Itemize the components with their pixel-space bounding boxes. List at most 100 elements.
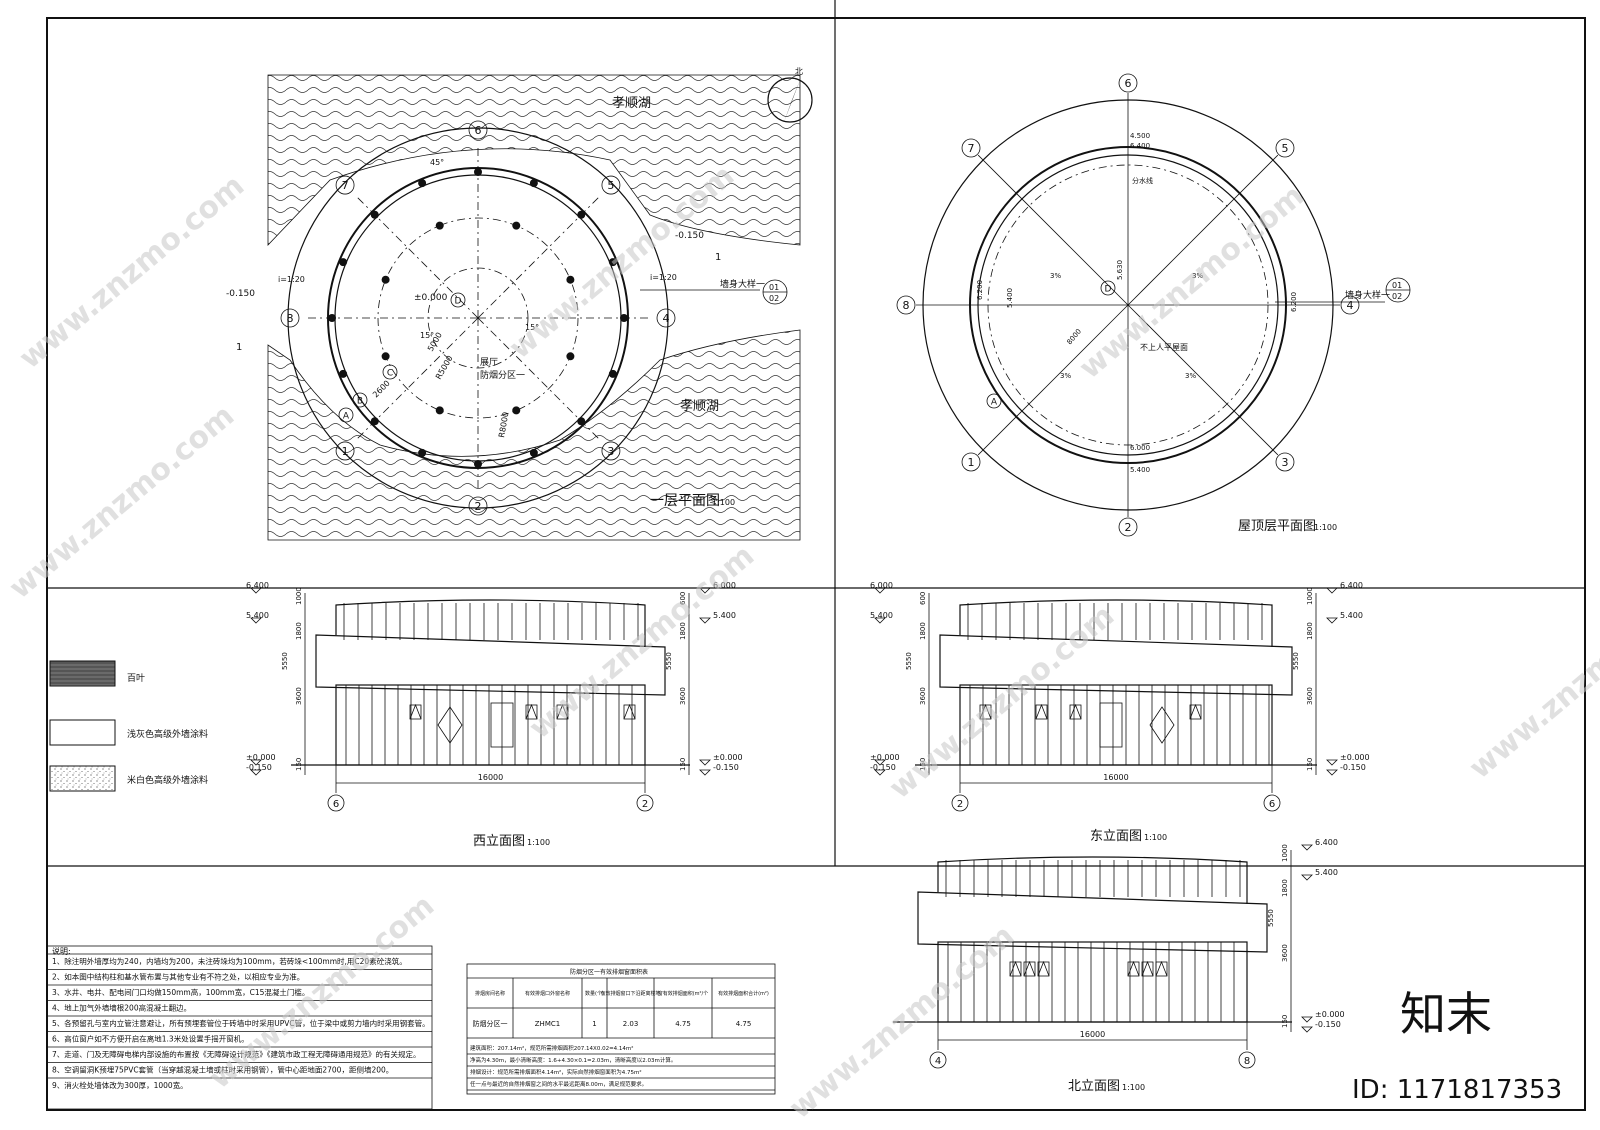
table-note-3: 排烟设计：规范所需排烟面积4.14m²，实际自然排烟窗面积为4.75m²	[470, 1068, 642, 1076]
watermark-site-3: www.znzmo.com	[1073, 178, 1311, 386]
width-dim: 16000	[1080, 1030, 1105, 1039]
axis-number: 6	[1269, 799, 1275, 810]
stone-band	[917, 891, 1268, 953]
axis-bubble	[1263, 794, 1281, 812]
roof-axis-bubble-2	[1118, 517, 1138, 537]
section-mark: 1	[236, 342, 242, 353]
plan-roof-scale: 1:100	[1314, 523, 1337, 532]
roof-letter-A: A	[991, 398, 998, 408]
roof-detail-ref-top: 01	[1392, 281, 1402, 290]
table-cell-5: 4.75	[675, 1020, 691, 1028]
stone-band	[315, 634, 666, 696]
height-dim: 600	[679, 592, 687, 605]
level-value: 5.400	[870, 611, 893, 620]
roof-axis-line-3	[1127, 304, 1279, 456]
floor-elevation: ±0.000	[414, 293, 448, 303]
level-value: ±0.000	[713, 753, 743, 762]
roof-slope-4: 3%	[1185, 372, 1196, 380]
axis-letter-bubble-D	[450, 292, 466, 308]
section-mark-2: 1	[715, 252, 721, 263]
axis-bubble	[1238, 1051, 1256, 1069]
axis-bubble-7	[335, 175, 355, 195]
roof-top-elev-1: 4.500	[1130, 132, 1150, 140]
table-header-6: 有效排烟面积合计(m²)	[718, 990, 769, 997]
roof-letter-bubble-D	[1100, 280, 1116, 296]
column-outer	[339, 369, 348, 378]
axis-letter-B: B	[357, 397, 363, 407]
legend-louver: 百叶	[127, 673, 145, 684]
roof-ridge: 分水线	[1132, 176, 1153, 185]
level-value: -0.150	[713, 763, 739, 772]
roof-top-elev-2: 6.400	[1130, 142, 1150, 150]
louver	[1099, 702, 1123, 748]
roof-note: 不上人平屋面	[1140, 343, 1188, 352]
window-sash	[1023, 960, 1036, 977]
height-dim: 1800	[295, 622, 303, 640]
window	[1189, 704, 1202, 720]
elevation-scale: 1:100	[527, 838, 550, 847]
roof-letter-D: D	[1105, 285, 1112, 295]
window	[556, 704, 569, 720]
level-value: 5.400	[1315, 868, 1338, 877]
roof-dim-5400: 5.400	[1006, 288, 1014, 308]
plan-ground-title: 一层平面图	[650, 493, 720, 509]
window-sash	[525, 703, 538, 720]
axis-bubble-1	[335, 441, 355, 461]
height-dim: 3600	[679, 687, 687, 705]
table-header-1: 排烟房间名称	[475, 990, 505, 997]
column-outer	[328, 314, 336, 322]
axis-number-3: 3	[607, 445, 614, 458]
column-outer	[577, 417, 586, 426]
axis-number-2: 2	[475, 500, 482, 513]
level-mark	[699, 587, 711, 594]
watermark-site-4: www.znzmo.com	[3, 398, 241, 606]
window	[1069, 704, 1082, 720]
roof-axis-line-1	[977, 304, 1129, 456]
roof-detail-ref-bottom: 02	[1392, 292, 1402, 301]
level-mark	[874, 587, 886, 594]
roof-axis-bubble-8	[896, 295, 916, 315]
level-mark	[874, 617, 886, 624]
notes-title: 说明:	[52, 946, 71, 956]
column-inner	[435, 221, 444, 230]
roof-axis-bubble-7	[961, 138, 981, 158]
roof-axis-bubble-6	[1118, 73, 1138, 93]
level-mark	[699, 769, 711, 776]
level-mark	[1301, 1016, 1313, 1023]
level-mark	[1301, 844, 1313, 851]
roof-slope-3: 3%	[1060, 372, 1071, 380]
elev-neg-2: -0.150	[226, 289, 255, 299]
smoke-table: 防烟分区一有效排烟窗面积表 排烟房间名称有效排烟口外窗名称数量(个)有效排烟窗口…	[466, 963, 776, 1095]
level-mark	[250, 769, 262, 776]
width-dim: 16000	[1103, 773, 1128, 782]
table-note-1: 建筑面积：207.14m²，规范所需排烟面积207.14X0.02=4.14m²	[470, 1044, 633, 1052]
window	[979, 704, 992, 720]
window	[409, 704, 422, 720]
lake-label-1: 孝顺湖	[612, 96, 651, 111]
height-dim: 3600	[295, 687, 303, 705]
column-outer	[620, 314, 628, 322]
level-mark	[1326, 587, 1338, 594]
axis-bubble	[327, 794, 345, 812]
level-value: 6.000	[870, 581, 893, 590]
level-value: 6.400	[1315, 838, 1338, 847]
elevation-scale: 1:100	[1144, 833, 1167, 842]
watermark-site-7: www.znzmo.com	[1463, 578, 1600, 786]
level-value: -0.150	[1340, 763, 1366, 772]
window-sash	[1069, 703, 1082, 720]
axis-bubble-4	[656, 308, 676, 328]
door	[437, 706, 463, 744]
axis-number-5: 5	[607, 179, 614, 192]
louver	[490, 702, 514, 748]
level-mark	[250, 759, 262, 766]
north-arrow-needle	[784, 80, 800, 122]
roof-letter-bubble-A	[986, 393, 1002, 409]
window	[1035, 704, 1048, 720]
level-value: 6.400	[1340, 581, 1363, 590]
window-sash	[1037, 960, 1050, 977]
elevation-title: 东立面图	[1090, 829, 1142, 844]
